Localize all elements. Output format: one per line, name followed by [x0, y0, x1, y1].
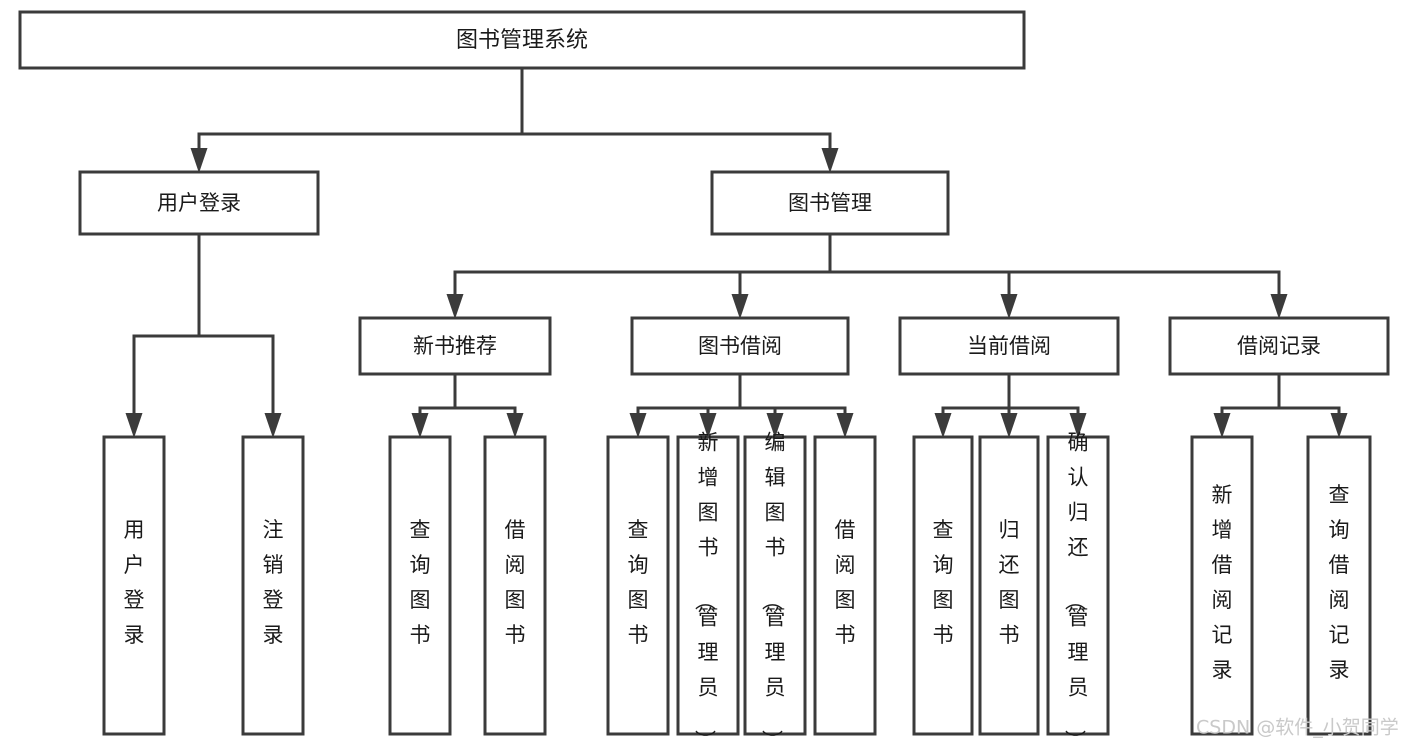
- edge-arrowhead: [821, 148, 839, 173]
- node-label-root: 图书管理系统: [456, 28, 588, 53]
- node-box-leaf-user-login[interactable]: [102, 435, 166, 736]
- node-label-leaf-add-record: 新增借阅记录: [1212, 483, 1233, 682]
- node-root[interactable]: 图书管理系统: [18, 10, 1026, 70]
- edge-group-e-ul: [125, 232, 282, 438]
- node-leaf-edit-book[interactable]: 编辑图书（管理员）: [743, 431, 807, 747]
- node-current-borrow[interactable]: 当前借阅: [898, 316, 1120, 376]
- node-leaf-borrow-book-rec[interactable]: 借阅图书: [483, 435, 547, 736]
- node-label-leaf-query-book-cur: 查询图书: [933, 518, 954, 647]
- node-box-leaf-query-book-cur[interactable]: [912, 435, 974, 736]
- node-label-leaf-edit-book: 编辑图书（管理员）: [760, 431, 786, 747]
- edge-arrowhead: [125, 413, 143, 438]
- edge-arrowhead: [264, 413, 282, 438]
- edge-arrowhead: [1069, 413, 1087, 438]
- node-label-user-login: 用户登录: [157, 191, 241, 215]
- node-leaf-add-record[interactable]: 新增借阅记录: [1190, 435, 1254, 736]
- node-book-borrow[interactable]: 图书借阅: [630, 316, 850, 376]
- node-box-leaf-edit-book[interactable]: [743, 435, 807, 736]
- edge-arrowhead: [1330, 413, 1348, 438]
- node-label-leaf-return-book: 归还图书: [999, 518, 1020, 647]
- node-leaf-query-record[interactable]: 查询借阅记录: [1306, 435, 1372, 736]
- edge-group-e-cb: [934, 372, 1087, 438]
- node-leaf-borrow-book-brw[interactable]: 借阅图书: [813, 435, 877, 736]
- node-label-current-borrow: 当前借阅: [967, 334, 1051, 358]
- node-user-login[interactable]: 用户登录: [78, 170, 320, 236]
- node-label-borrow-record: 借阅记录: [1237, 334, 1321, 358]
- edge-arrowhead: [1213, 413, 1231, 438]
- node-box-leaf-add-book[interactable]: [676, 435, 740, 736]
- edge-group-e-root: [190, 66, 839, 173]
- node-box-leaf-borrow-book-rec[interactable]: [483, 435, 547, 736]
- edge-arrowhead: [836, 413, 854, 438]
- node-leaf-confirm-return[interactable]: 确认归还（管理员）: [1046, 431, 1110, 747]
- edge-arrowhead: [1270, 294, 1288, 319]
- edge-arrowhead: [629, 413, 647, 438]
- node-box-leaf-query-record[interactable]: [1306, 435, 1372, 736]
- edge-arrowhead: [506, 413, 524, 438]
- node-box-book-management[interactable]: [710, 170, 950, 236]
- node-borrow-record[interactable]: 借阅记录: [1168, 316, 1390, 376]
- edge-arrowhead: [1000, 413, 1018, 438]
- node-leaf-query-book-rec[interactable]: 查询图书: [388, 435, 452, 736]
- node-box-leaf-confirm-return[interactable]: [1046, 435, 1110, 736]
- node-label-new-book-recommend: 新书推荐: [413, 334, 497, 358]
- node-box-leaf-return-book[interactable]: [978, 435, 1040, 736]
- node-leaf-add-book[interactable]: 新增图书（管理员）: [676, 431, 740, 747]
- edge-arrowhead: [446, 294, 464, 319]
- node-label-leaf-query-book-brw: 查询图书: [628, 518, 649, 647]
- node-box-leaf-borrow-book-brw[interactable]: [813, 435, 877, 736]
- edge-arrowhead: [766, 413, 784, 438]
- node-label-leaf-user-login: 用户登录: [124, 518, 145, 647]
- node-leaf-query-book-cur[interactable]: 查询图书: [912, 435, 974, 736]
- node-box-root[interactable]: [18, 10, 1026, 70]
- node-leaf-query-book-brw[interactable]: 查询图书: [606, 435, 670, 736]
- node-label-leaf-logout: 注销登录: [263, 518, 284, 647]
- node-leaf-logout[interactable]: 注销登录: [241, 435, 305, 736]
- node-box-borrow-record[interactable]: [1168, 316, 1390, 376]
- node-box-new-book-recommend[interactable]: [358, 316, 552, 376]
- edge-group-e-bb: [629, 372, 854, 438]
- node-book-management[interactable]: 图书管理: [710, 170, 950, 236]
- node-box-leaf-logout[interactable]: [241, 435, 305, 736]
- node-label-leaf-borrow-book-brw: 借阅图书: [835, 518, 856, 647]
- edge-arrowhead: [1000, 294, 1018, 319]
- node-box-leaf-query-book-brw[interactable]: [606, 435, 670, 736]
- edge-group-e-bm: [446, 232, 1288, 319]
- node-label-book-borrow: 图书借阅: [698, 334, 782, 358]
- node-label-leaf-query-record: 查询借阅记录: [1329, 483, 1350, 682]
- node-box-book-borrow[interactable]: [630, 316, 850, 376]
- edge-arrowhead: [411, 413, 429, 438]
- node-box-current-borrow[interactable]: [898, 316, 1120, 376]
- node-leaf-user-login[interactable]: 用户登录: [102, 435, 166, 736]
- node-leaf-return-book[interactable]: 归还图书: [978, 435, 1040, 736]
- node-box-leaf-add-record[interactable]: [1190, 435, 1254, 736]
- edge-arrowhead: [699, 413, 717, 438]
- node-label-leaf-confirm-return: 确认归还（管理员）: [1063, 431, 1089, 747]
- edge-arrowhead: [190, 148, 208, 173]
- nodes-layer: 图书管理系统用户登录图书管理新书推荐图书借阅当前借阅借阅记录用户登录注销登录查询…: [18, 10, 1390, 747]
- node-label-leaf-query-book-rec: 查询图书: [410, 518, 431, 647]
- csdn-watermark: CSDN @软件_小贺同学: [1196, 717, 1399, 739]
- edge-arrowhead: [731, 294, 749, 319]
- node-box-user-login[interactable]: [78, 170, 320, 236]
- edge-group-e-br: [1213, 372, 1348, 438]
- edge-arrowhead: [934, 413, 952, 438]
- node-label-leaf-borrow-book-rec: 借阅图书: [505, 518, 526, 647]
- edges-layer: [125, 66, 1348, 438]
- node-new-book-recommend[interactable]: 新书推荐: [358, 316, 552, 376]
- node-box-leaf-query-book-rec[interactable]: [388, 435, 452, 736]
- edge-group-e-nbr: [411, 372, 524, 438]
- node-label-book-management: 图书管理: [788, 191, 872, 215]
- node-label-leaf-add-book: 新增图书（管理员）: [693, 431, 719, 747]
